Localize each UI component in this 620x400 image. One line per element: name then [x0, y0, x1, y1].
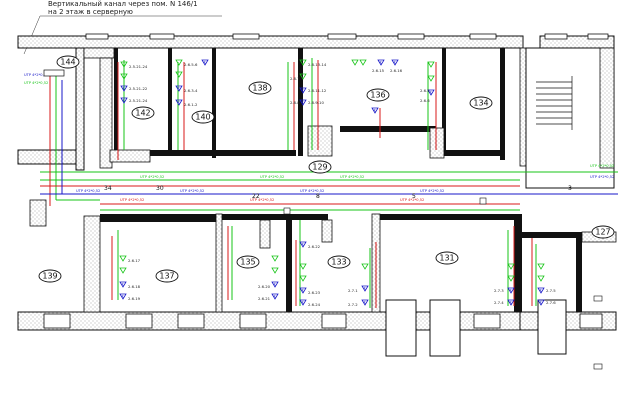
device-group-142: 2.5.21-24 2.5.21-22 2.5.21-24 — [120, 61, 148, 104]
svg-text:2.6.6: 2.6.6 — [420, 98, 430, 103]
svg-text:2.7.6: 2.7.6 — [546, 300, 556, 305]
svg-text:2.5.21-24: 2.5.21-24 — [129, 98, 148, 103]
svg-text:UTP 4*2*0,52: UTP 4*2*0,52 — [420, 189, 444, 193]
device-group-140: 2.6.5-6 2.6.3-4 2.6.1-2 — [175, 59, 209, 107]
svg-text:127: 127 — [595, 228, 610, 237]
room-133: 133 — [327, 255, 351, 269]
svg-text:UTP 4*2*0,52: UTP 4*2*0,52 — [590, 164, 614, 168]
vertical-channel-marker — [43, 69, 65, 77]
svg-text:137: 137 — [159, 272, 174, 281]
svg-text:UTP 4*2*0,52: UTP 4*2*0,52 — [120, 198, 144, 202]
device-group-137: 2.6.17 2.6.18 2.6.19 — [119, 255, 141, 301]
junction-marks — [283, 197, 603, 370]
svg-text:139: 139 — [42, 272, 57, 281]
header-line-2: на 2 этаж в серверную — [48, 8, 133, 16]
room-138: 138 — [248, 81, 272, 95]
device-group-133: 2.6.22 2.6.23 2.6.24 2.7.1 2.7.2 — [299, 241, 369, 307]
header-line-1: Вертикальный канал через пом. N 146/1 — [48, 0, 198, 8]
cable-trunk-green — [40, 58, 618, 308]
device-group-127-side: 2.7.5 2.7.6 — [537, 263, 556, 306]
svg-text:2.6.15: 2.6.15 — [372, 68, 385, 73]
svg-text:UTP 4*2*0,52: UTP 4*2*0,52 — [250, 198, 274, 202]
room-144: 144 — [56, 55, 80, 69]
svg-text:2.6.21: 2.6.21 — [258, 296, 271, 301]
svg-text:2.6.11-12: 2.6.11-12 — [308, 88, 327, 93]
svg-text:30: 30 — [156, 185, 164, 192]
svg-text:34: 34 — [104, 185, 112, 192]
svg-text:2.7.2: 2.7.2 — [348, 302, 358, 307]
svg-text:2.5.21-22: 2.5.21-22 — [129, 86, 148, 91]
svg-text:UTP 4*2*0,52: UTP 4*2*0,52 — [590, 175, 614, 179]
svg-text:2.6.18: 2.6.18 — [128, 284, 141, 289]
svg-text:2.6.22: 2.6.22 — [308, 244, 321, 249]
svg-text:2.6.5: 2.6.5 — [420, 88, 430, 93]
device-group-131: 2.7.3 2.7.4 — [494, 263, 515, 306]
device-group-135: 2.6.20 2.6.21 — [258, 255, 279, 301]
svg-text:131: 131 — [439, 254, 454, 263]
svg-text:144: 144 — [60, 58, 75, 67]
room-134: 134 — [469, 96, 493, 110]
svg-text:UTP 4*2*0,52: UTP 4*2*0,52 — [340, 175, 364, 179]
svg-text:2.6.8: 2.6.8 — [290, 100, 300, 105]
segment-numbers: 34 30 22 8 5 3 — [104, 185, 572, 200]
room-136: 136 — [366, 88, 390, 102]
svg-text:2.6.5-6: 2.6.5-6 — [184, 62, 198, 67]
room-137: 137 — [155, 269, 179, 283]
svg-text:3: 3 — [568, 185, 572, 192]
svg-text:2.6.7: 2.6.7 — [290, 76, 300, 81]
svg-text:2.7.5: 2.7.5 — [546, 288, 556, 293]
svg-text:142: 142 — [135, 109, 150, 118]
svg-text:5: 5 — [412, 193, 416, 200]
room-131: 131 — [435, 251, 459, 265]
svg-text:8: 8 — [316, 193, 320, 200]
svg-text:2.7.1: 2.7.1 — [348, 288, 358, 293]
room-140: 140 — [191, 110, 215, 124]
svg-text:2.6.9-10: 2.6.9-10 — [308, 100, 324, 105]
svg-text:129: 129 — [312, 163, 327, 172]
svg-text:135: 135 — [240, 258, 255, 267]
svg-text:138: 138 — [252, 84, 267, 93]
svg-text:22: 22 — [252, 193, 260, 200]
svg-text:134: 134 — [473, 99, 488, 108]
svg-text:UTP 4*2*0,52: UTP 4*2*0,52 — [24, 73, 48, 77]
svg-text:UTP 4*2*0,52: UTP 4*2*0,52 — [260, 175, 284, 179]
svg-text:2.7.4: 2.7.4 — [494, 300, 504, 305]
svg-text:UTP 4*2*0,52: UTP 4*2*0,52 — [140, 175, 164, 179]
device-group-134: 2.6.5 2.6.6 — [420, 61, 435, 103]
svg-text:UTP 4*2*0,52: UTP 4*2*0,52 — [180, 189, 204, 193]
room-127: 127 — [591, 225, 615, 239]
svg-text:2.6.16: 2.6.16 — [390, 68, 403, 73]
room-142: 142 — [131, 106, 155, 120]
device-group-136: 2.6.13-14 2.6.11-12 2.6.9-10 2.6.7 2.6.8… — [290, 59, 403, 114]
svg-text:133: 133 — [331, 258, 346, 267]
room-135: 135 — [236, 255, 260, 269]
svg-text:2.6.13-14: 2.6.13-14 — [308, 62, 327, 67]
svg-text:UTP 4*2*0,52: UTP 4*2*0,52 — [76, 189, 100, 193]
svg-text:140: 140 — [195, 113, 210, 122]
svg-text:2.5.21-24: 2.5.21-24 — [129, 64, 148, 69]
svg-text:2.6.23: 2.6.23 — [308, 290, 321, 295]
svg-text:136: 136 — [370, 91, 385, 100]
cable-labels: UTP 4*2*0,52 UTP 4*2*0,52 UTP 4*2*0,52 U… — [24, 73, 614, 202]
cable-trunk-blue — [40, 80, 618, 195]
svg-text:2.6.3-4: 2.6.3-4 — [184, 88, 198, 93]
svg-text:2.6.19: 2.6.19 — [128, 296, 141, 301]
room-129: 129 — [308, 160, 332, 174]
cable-trunk-red — [40, 60, 533, 308]
svg-text:UTP 4*2*0,52: UTP 4*2*0,52 — [24, 81, 48, 85]
svg-text:2.7.3: 2.7.3 — [494, 288, 504, 293]
lower-wing-walls — [17, 199, 617, 357]
room-139: 139 — [38, 269, 62, 283]
svg-text:2.6.1-2: 2.6.1-2 — [184, 102, 198, 107]
svg-text:UTP 4*2*0,52: UTP 4*2*0,52 — [300, 189, 324, 193]
svg-text:2.6.17: 2.6.17 — [128, 258, 141, 263]
svg-text:2.6.24: 2.6.24 — [308, 302, 321, 307]
svg-text:2.6.20: 2.6.20 — [258, 284, 271, 289]
svg-text:UTP 4*2*0,52: UTP 4*2*0,52 — [400, 198, 424, 202]
